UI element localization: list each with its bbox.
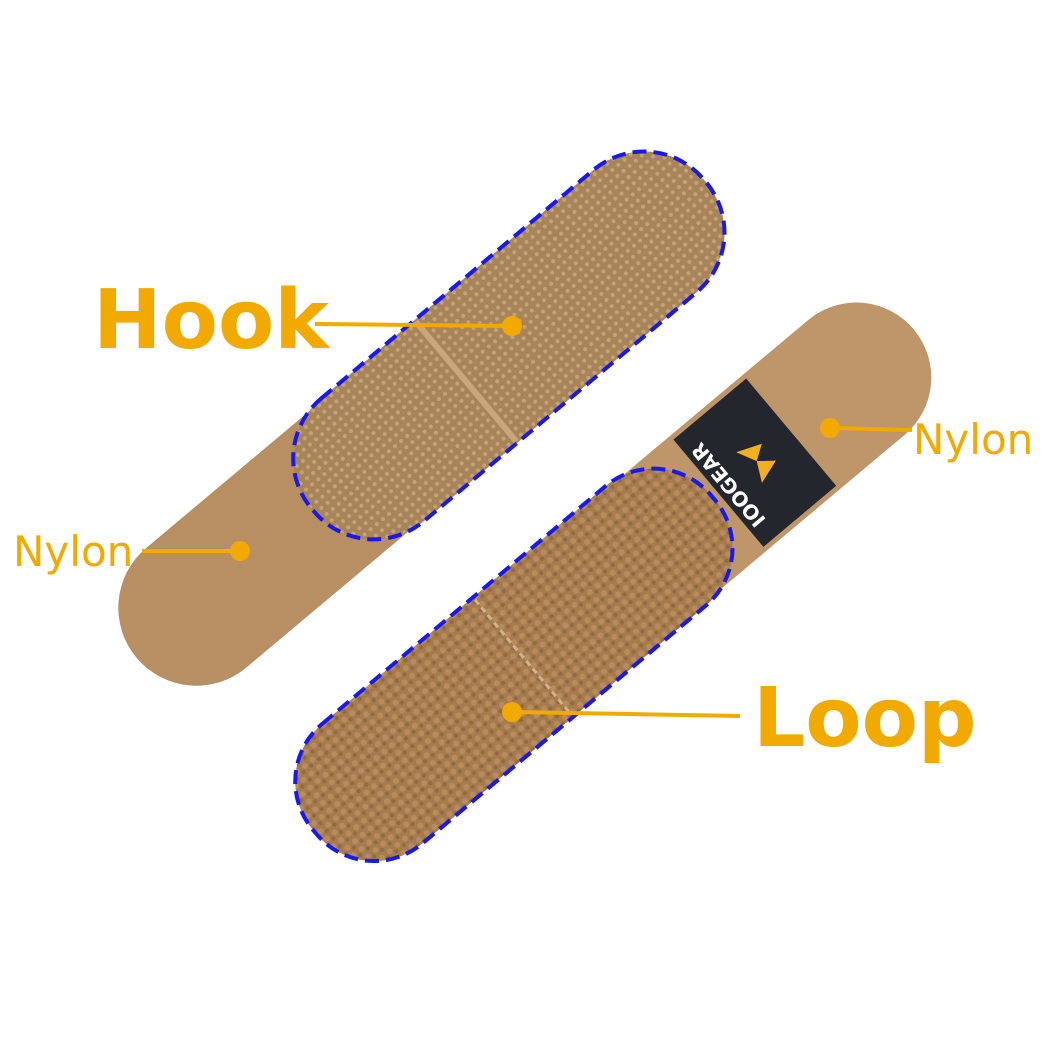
hook-label: Hook — [93, 273, 331, 368]
nylon-right-leader-line — [829, 426, 913, 432]
loop-strap: IOOGEAR — [293, 302, 932, 864]
nylon-left-marker — [230, 541, 250, 561]
nylon-right-marker — [820, 418, 840, 438]
loop-label: Loop — [753, 671, 977, 766]
nylon-left-label: Nylon — [13, 527, 133, 576]
loop-leader-line — [511, 710, 741, 718]
hook-leader-line — [314, 322, 513, 328]
nylon-right-label: Nylon — [913, 415, 1033, 464]
brand-logo-icon — [736, 443, 776, 483]
loop-marker — [502, 702, 522, 722]
hook-marker — [502, 316, 522, 336]
hook-area-outline — [291, 149, 727, 542]
hook-strap — [118, 149, 727, 686]
loop-area-outline — [293, 466, 735, 864]
